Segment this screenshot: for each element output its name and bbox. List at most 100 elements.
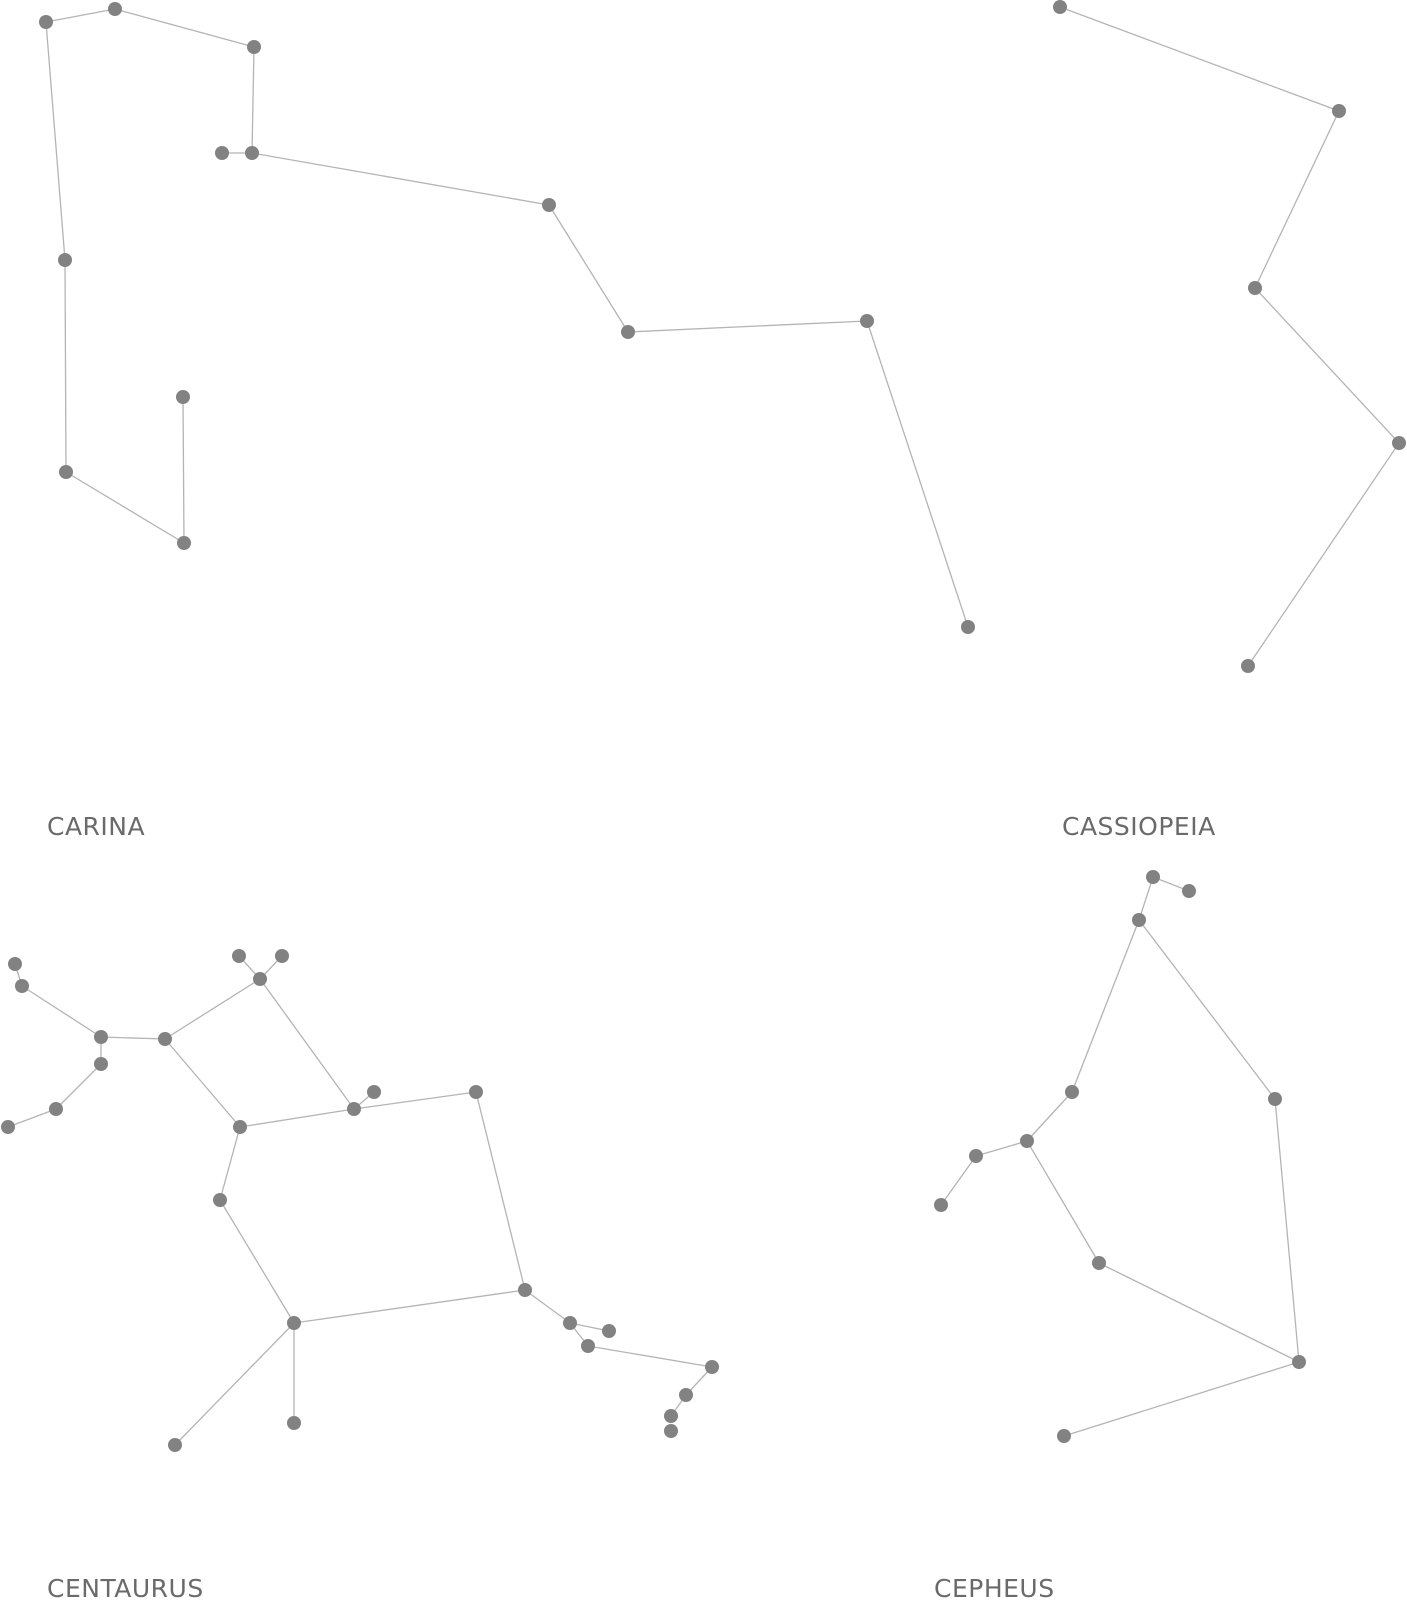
carina-connector-line xyxy=(866,320,969,628)
carina-star xyxy=(860,314,874,328)
cepheus-star xyxy=(1092,1256,1106,1270)
centaurus-star xyxy=(705,1360,719,1374)
cepheus-star xyxy=(1065,1085,1079,1099)
centaurus-connector-line xyxy=(100,1036,166,1040)
carina-connector-line xyxy=(65,471,185,544)
cepheus-connector-line xyxy=(975,1140,1028,1157)
centaurus-connector-line xyxy=(7,1108,57,1128)
cepheus-star xyxy=(1182,884,1196,898)
cepheus-star xyxy=(1146,870,1160,884)
cepheus-connector-line xyxy=(940,1155,977,1206)
centaurus-star xyxy=(679,1388,693,1402)
carina-star xyxy=(961,620,975,634)
carina-star xyxy=(39,15,53,29)
carina-connector-line xyxy=(64,259,67,473)
centaurus-star xyxy=(275,949,289,963)
carina-connector-line xyxy=(251,152,550,206)
carina-connector-line xyxy=(45,8,116,23)
centaurus-connector-line xyxy=(55,1063,102,1110)
centaurus-connector-line xyxy=(164,1038,241,1128)
centaurus-star xyxy=(232,949,246,963)
carina-connector-line xyxy=(182,396,185,544)
cassiopeia-star xyxy=(1053,0,1067,14)
centaurus-star xyxy=(664,1409,678,1423)
cepheus-star xyxy=(1268,1092,1282,1106)
centaurus-connector-line xyxy=(293,1289,526,1324)
carina-star xyxy=(245,146,259,160)
cassiopeia-connector-line xyxy=(1059,6,1340,112)
centaurus-connector-line xyxy=(239,1108,355,1128)
centaurus-star xyxy=(168,1438,182,1452)
carina-star xyxy=(215,146,229,160)
carina-star xyxy=(58,253,72,267)
centaurus-connector-line xyxy=(475,1091,526,1291)
carina-star xyxy=(247,40,261,54)
centaurus-connector-line xyxy=(174,1322,295,1446)
centaurus-star xyxy=(94,1030,108,1044)
cepheus-connector-line xyxy=(1274,1098,1300,1363)
centaurus-star xyxy=(213,1193,227,1207)
cassiopeia-star xyxy=(1248,281,1262,295)
centaurus-star xyxy=(664,1424,678,1438)
carina-star xyxy=(108,2,122,16)
constellation-cassiopeia xyxy=(1053,0,1406,673)
centaurus-star xyxy=(253,972,267,986)
cepheus-connector-line xyxy=(1138,919,1276,1100)
centaurus-star xyxy=(15,979,29,993)
cassiopeia-connector-line xyxy=(1247,442,1400,667)
carina-star xyxy=(59,465,73,479)
carina-connector-line xyxy=(548,204,629,333)
centaurus-star xyxy=(469,1085,483,1099)
cepheus-connector-line xyxy=(1026,1140,1100,1264)
constellation-label-carina: CARINA xyxy=(47,812,146,841)
cepheus-star xyxy=(969,1149,983,1163)
centaurus-star xyxy=(94,1057,108,1071)
carina-star xyxy=(176,390,190,404)
cassiopeia-star xyxy=(1332,104,1346,118)
centaurus-star xyxy=(287,1416,301,1430)
centaurus-star xyxy=(581,1339,595,1353)
cepheus-connector-line xyxy=(1026,1091,1073,1142)
centaurus-connector-line xyxy=(259,978,355,1110)
cepheus-connector-line xyxy=(1063,1361,1300,1437)
centaurus-star xyxy=(347,1102,361,1116)
centaurus-star xyxy=(287,1316,301,1330)
centaurus-star xyxy=(8,957,22,971)
cassiopeia-star xyxy=(1241,659,1255,673)
cepheus-connector-line xyxy=(1138,876,1154,921)
carina-star xyxy=(542,198,556,212)
cassiopeia-star xyxy=(1392,436,1406,450)
cepheus-star xyxy=(1132,913,1146,927)
constellation-centaurus xyxy=(1,949,719,1452)
carina-connector-line xyxy=(627,320,868,333)
cepheus-connector-line xyxy=(1098,1262,1300,1363)
cepheus-star xyxy=(934,1198,948,1212)
constellation-carina xyxy=(39,2,975,634)
centaurus-star xyxy=(1,1120,15,1134)
cepheus-star xyxy=(1057,1429,1071,1443)
centaurus-star xyxy=(518,1283,532,1297)
carina-connector-line xyxy=(251,46,255,154)
centaurus-star xyxy=(233,1120,247,1134)
carina-star xyxy=(177,536,191,550)
centaurus-star xyxy=(563,1316,577,1330)
centaurus-star xyxy=(158,1032,172,1046)
cepheus-connector-line xyxy=(1071,919,1140,1093)
constellation-cepheus xyxy=(934,870,1306,1443)
centaurus-star xyxy=(367,1085,381,1099)
centaurus-connector-line xyxy=(587,1345,713,1368)
constellation-label-cassiopeia: CASSIOPEIA xyxy=(1062,812,1216,841)
centaurus-star xyxy=(602,1324,616,1338)
constellation-label-cepheus: CEPHEUS xyxy=(934,1574,1055,1603)
cepheus-star xyxy=(1020,1134,1034,1148)
centaurus-connector-line xyxy=(21,985,102,1038)
carina-connector-line xyxy=(114,8,255,48)
centaurus-connector-line xyxy=(219,1126,241,1201)
cassiopeia-connector-line xyxy=(1254,287,1400,444)
cassiopeia-connector-line xyxy=(1254,110,1340,289)
constellation-label-centaurus: CENTAURUS xyxy=(47,1574,204,1603)
centaurus-star xyxy=(49,1102,63,1116)
centaurus-connector-line xyxy=(219,1199,295,1324)
centaurus-connector-line xyxy=(164,978,261,1040)
